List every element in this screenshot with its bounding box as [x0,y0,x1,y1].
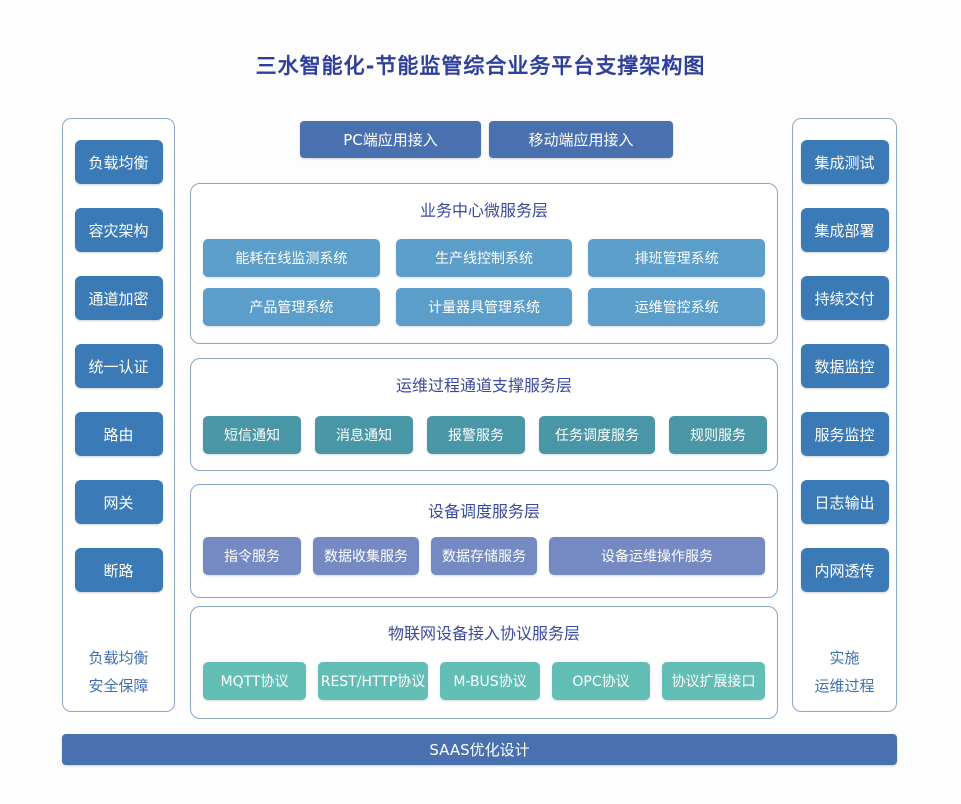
node-rest-http-protocol: REST/HTTP协议 [318,662,428,700]
node-opc-protocol: OPC协议 [552,662,650,700]
section-device-title: 设备调度服务层 [427,502,540,521]
left-panel: 负载均衡 容灾架构 通道加密 统一认证 路由 网关 断路 负载均衡 安全保障 [62,118,175,712]
node-task-scheduling-service: 任务调度服务 [539,416,655,454]
node-protocol-extension-interface: 协议扩展接口 [662,662,765,700]
left-node-routing: 路由 [74,412,163,456]
right-node-intranet-passthrough: 内网透传 [800,548,889,592]
left-node-circuit-breaker: 断路 [74,548,163,592]
left-panel-caption: 负载均衡 安全保障 [88,644,148,700]
mobile-access-node: 移动端应用接入 [489,121,673,158]
section-channel-title: 运维过程通道支撑服务层 [395,376,572,395]
right-node-integration-test: 集成测试 [800,140,889,184]
node-alarm-service: 报警服务 [427,416,525,454]
section-iot-title: 物联网设备接入协议服务层 [387,624,580,643]
node-rule-service: 规则服务 [669,416,767,454]
section-business-microservices: 业务中心微服务层 能耗在线监测系统 生产线控制系统 排班管理系统 产品管理系统 … [190,183,778,344]
section-device-scheduling: 设备调度服务层 指令服务 数据收集服务 数据存储服务 设备运维操作服务 [190,484,778,598]
node-energy-monitoring: 能耗在线监测系统 [203,239,380,277]
node-metering-instrument-management: 计量器具管理系统 [395,288,573,326]
node-data-collection-service: 数据收集服务 [313,537,419,575]
node-device-ops-operation-service: 设备运维操作服务 [549,537,765,575]
node-message-notification: 消息通知 [315,416,413,454]
right-node-integration-deploy: 集成部署 [800,208,889,252]
page-title: 三水智能化-节能监管综合业务平台支撑架构图 [255,54,706,78]
section-iot-protocols: 物联网设备接入协议服务层 MQTT协议 REST/HTTP协议 M-BUS协议 … [190,606,778,719]
right-node-continuous-delivery: 持续交付 [800,276,889,320]
channel-row: 短信通知 消息通知 报警服务 任务调度服务 规则服务 [191,416,777,454]
section-business-title: 业务中心微服务层 [419,201,548,220]
left-node-disaster-recovery: 容灾架构 [74,208,163,252]
business-row-1: 能耗在线监测系统 生产线控制系统 排班管理系统 [191,239,777,277]
node-mbus-protocol: M-BUS协议 [440,662,540,700]
saas-optimization-bar: SAAS优化设计 [62,734,897,765]
right-panel-caption-line2: 运维过程 [814,677,875,695]
right-panel-caption: 实施 运维过程 [814,644,874,700]
node-ops-control-system: 运维管控系统 [588,288,766,326]
node-mqtt-protocol: MQTT协议 [203,662,306,700]
node-product-management: 产品管理系统 [203,288,380,326]
left-node-unified-auth: 统一认证 [74,344,163,388]
left-node-channel-encryption: 通道加密 [74,276,163,320]
right-node-log-output: 日志输出 [800,480,889,524]
left-node-gateway: 网关 [74,480,163,524]
node-shift-management: 排班管理系统 [588,239,766,277]
iot-row: MQTT协议 REST/HTTP协议 M-BUS协议 OPC协议 协议扩展接口 [191,662,777,700]
pc-access-node: PC端应用接入 [300,121,481,158]
right-node-service-monitoring: 服务监控 [800,412,889,456]
node-production-line-control: 生产线控制系统 [395,239,573,277]
right-panel: 集成测试 集成部署 持续交付 数据监控 服务监控 日志输出 内网透传 实施 运维… [792,118,897,712]
left-panel-caption-line1: 负载均衡 [88,649,149,667]
device-row: 指令服务 数据收集服务 数据存储服务 设备运维操作服务 [191,537,777,575]
node-sms-notification: 短信通知 [203,416,301,454]
left-panel-caption-line2: 安全保障 [88,677,149,695]
left-node-load-balancing: 负载均衡 [74,140,163,184]
node-data-storage-service: 数据存储服务 [431,537,537,575]
right-node-data-monitoring: 数据监控 [800,344,889,388]
section-channel-support: 运维过程通道支撑服务层 短信通知 消息通知 报警服务 任务调度服务 规则服务 [190,358,778,471]
business-row-2: 产品管理系统 计量器具管理系统 运维管控系统 [191,288,777,326]
right-panel-caption-line1: 实施 [829,649,860,667]
node-command-service: 指令服务 [203,537,301,575]
